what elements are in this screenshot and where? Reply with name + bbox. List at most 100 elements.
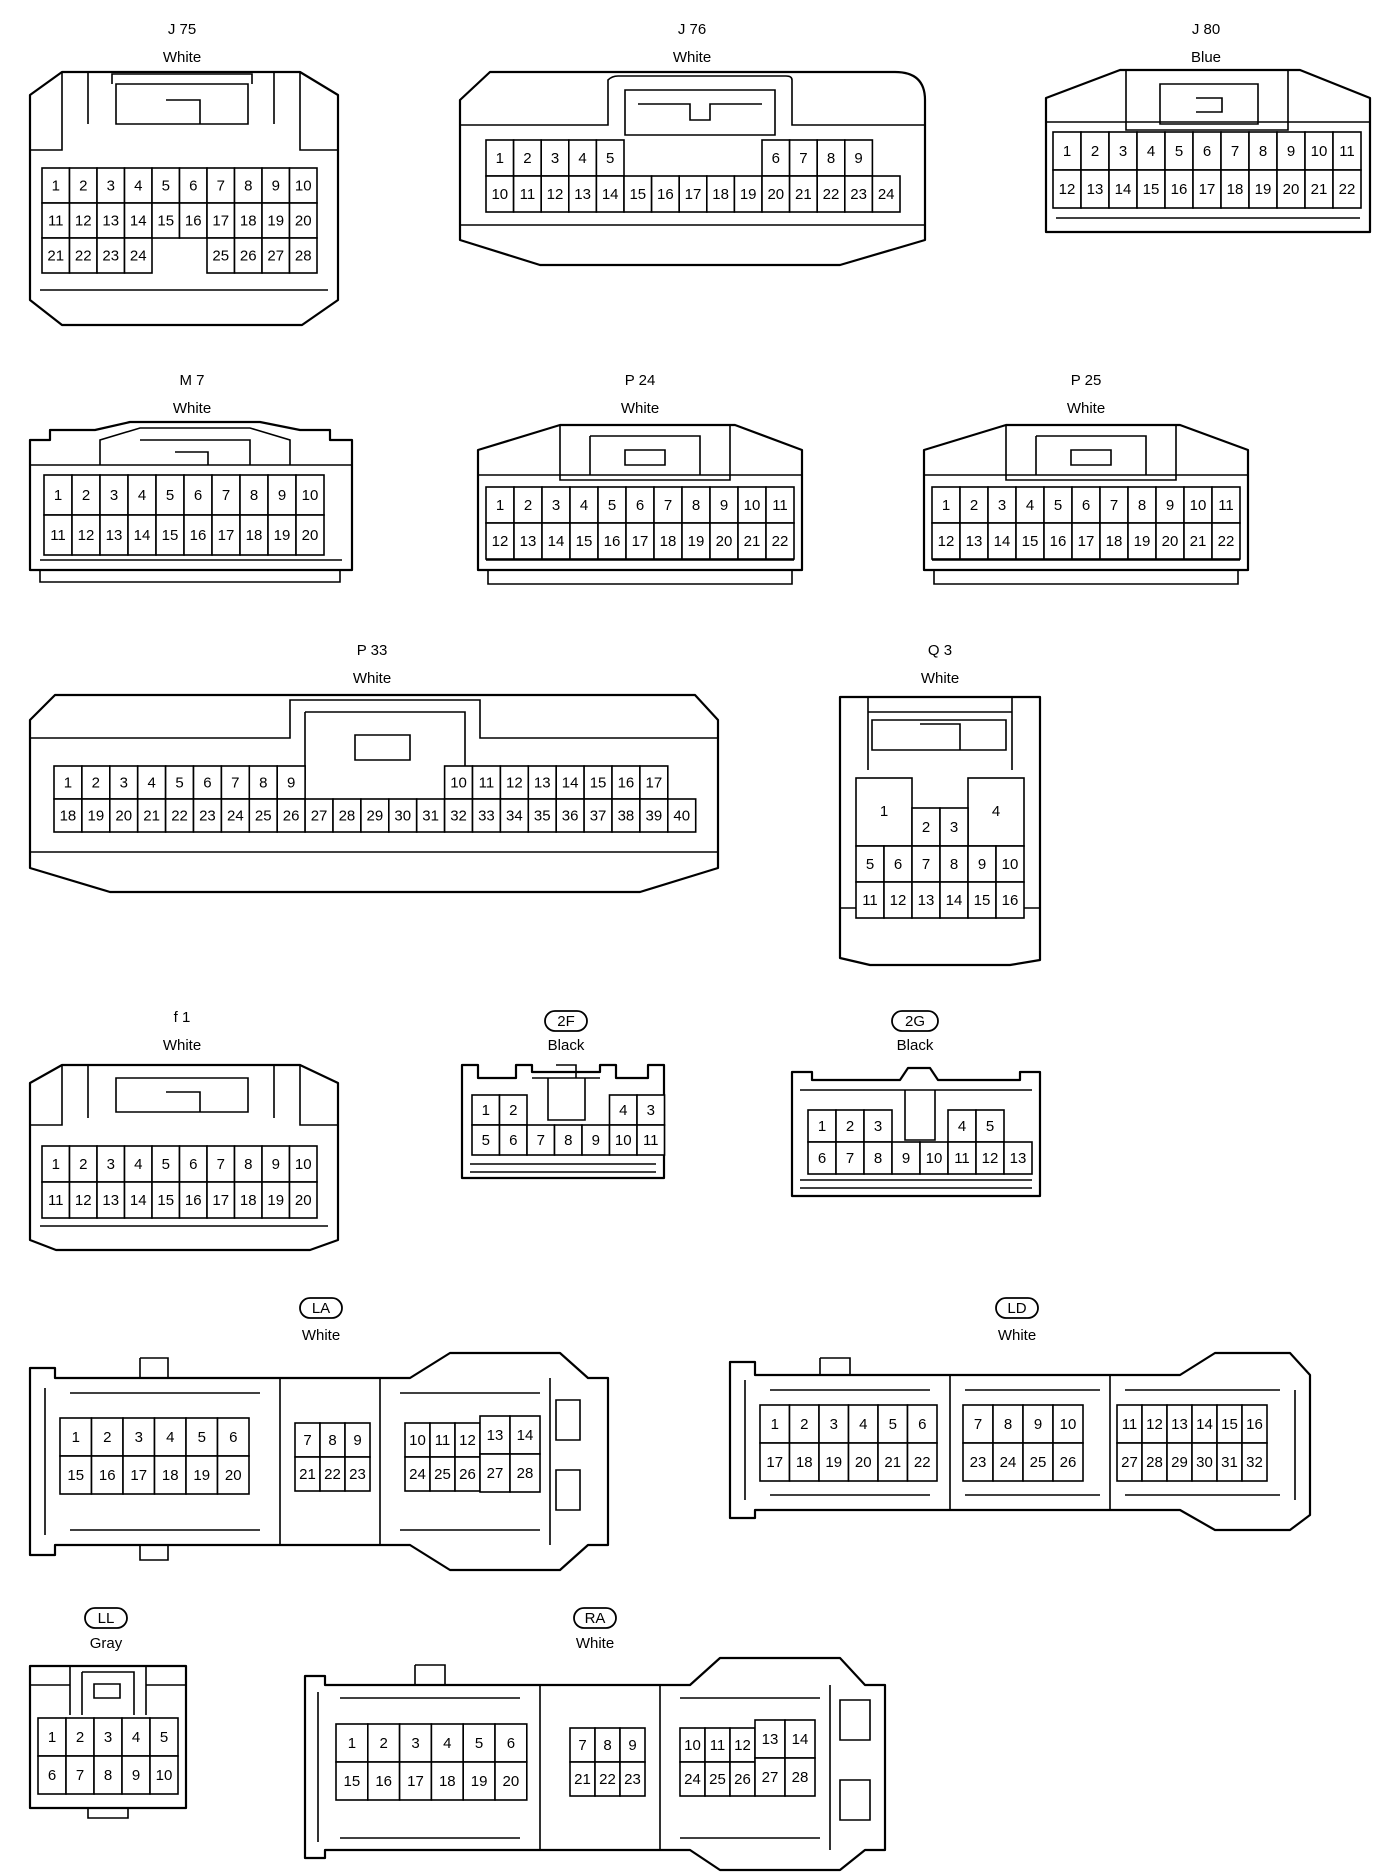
pin-label: 7 — [222, 487, 230, 504]
pin-label: 12 — [982, 1150, 999, 1167]
connector-color: Blue — [1191, 49, 1221, 66]
pin-label: 4 — [1026, 497, 1034, 514]
pin-cell — [164, 798, 195, 833]
connector-color: White — [163, 49, 201, 66]
pin-cell — [485, 175, 515, 213]
pin-label: 1 — [482, 1102, 490, 1119]
pin-label: 24 — [227, 808, 244, 825]
pin-cell — [1052, 1442, 1084, 1482]
pin-label: 10 — [409, 1432, 426, 1449]
pin-label: 16 — [185, 213, 202, 230]
pin-cell — [1191, 1442, 1218, 1482]
pin-cell — [151, 1145, 181, 1183]
pin-label: 14 — [517, 1427, 534, 1444]
pin-cell — [709, 486, 739, 524]
pin-label: 13 — [1087, 181, 1104, 198]
pin-cell — [498, 1094, 528, 1126]
pin-cell — [1220, 169, 1250, 209]
pin-label: 1 — [942, 497, 950, 514]
pin-label: 4 — [958, 1118, 966, 1135]
pin-cell — [1141, 1442, 1168, 1482]
pin-cell — [68, 237, 98, 274]
pin-label: 26 — [734, 1771, 751, 1788]
pin-label: 12 — [492, 533, 509, 550]
pin-label: 8 — [244, 178, 252, 195]
pin-label: 10 — [1002, 856, 1019, 873]
pin-label: 19 — [267, 213, 284, 230]
pin-label: 5 — [162, 1156, 170, 1173]
pin-label: 22 — [324, 1466, 341, 1483]
pin-label: 6 — [1082, 497, 1090, 514]
pin-cell — [68, 167, 98, 204]
pin-cell — [625, 522, 655, 560]
pin-cell — [939, 845, 969, 883]
pin-cell — [206, 237, 236, 274]
pin-cell — [127, 474, 157, 516]
pin-label: 3 — [551, 150, 559, 167]
pin-label: 28 — [792, 1769, 809, 1786]
pin-label: 15 — [629, 186, 646, 203]
pin-label: 10 — [156, 1767, 173, 1784]
pin-label: 16 — [1050, 533, 1067, 550]
pin-label: 6 — [203, 775, 211, 792]
pin-cell — [705, 175, 736, 213]
pin-cell — [479, 1415, 511, 1455]
pin-label: 1 — [818, 1118, 826, 1135]
connector-code: J 80 — [1192, 21, 1220, 38]
pin-cell — [1164, 169, 1194, 209]
pin-label: 17 — [130, 1467, 147, 1484]
pin-label: 11 — [710, 1737, 726, 1754]
pin-label: 9 — [353, 1432, 361, 1449]
pin-label: 2 — [76, 1729, 84, 1746]
pin-cell — [1155, 522, 1185, 560]
pin-cell — [344, 1422, 371, 1458]
pin-cell — [41, 1145, 71, 1183]
pin-label: 10 — [1311, 143, 1328, 160]
pin-cell — [906, 1442, 938, 1482]
pin-label: 9 — [592, 1132, 600, 1149]
pin-cell — [387, 798, 418, 833]
pin-label: 19 — [267, 1192, 284, 1209]
pin-label: 2 — [523, 150, 531, 167]
pin-label: 8 — [259, 775, 267, 792]
pin-cell — [540, 175, 570, 213]
pin-label: 26 — [240, 248, 257, 265]
pin-cell — [959, 522, 989, 560]
pin-label: 22 — [599, 1771, 616, 1788]
pin-label: 17 — [632, 533, 649, 550]
pin-label: 9 — [1166, 497, 1174, 514]
pin-cell — [178, 1181, 208, 1219]
pin-label: 8 — [827, 150, 835, 167]
pin-cell — [43, 514, 73, 556]
pin-label: 8 — [603, 1737, 611, 1754]
pin-cell — [344, 1456, 371, 1492]
pin-cell — [485, 522, 515, 560]
pin-label: 15 — [1022, 533, 1039, 550]
pin-label: 7 — [1110, 497, 1118, 514]
connector-code: LD — [1007, 1300, 1026, 1317]
connector-color: Black — [897, 1037, 934, 1054]
pin-cell — [494, 1761, 528, 1801]
pin-label: 11 — [435, 1432, 451, 1449]
pin-cell — [294, 1456, 321, 1492]
pin-cell — [704, 1761, 731, 1797]
pin-label: 7 — [799, 150, 807, 167]
pin-label: 20 — [302, 527, 319, 544]
pin-cell — [555, 798, 585, 833]
pin-cell — [499, 765, 530, 800]
pin-label: 3 — [647, 1102, 655, 1119]
connector-code: P 33 — [357, 642, 388, 659]
pin-label: 11 — [48, 1192, 64, 1209]
pin-cell — [1192, 169, 1222, 209]
pin-label: 1 — [72, 1429, 80, 1446]
pin-label: 7 — [231, 775, 239, 792]
